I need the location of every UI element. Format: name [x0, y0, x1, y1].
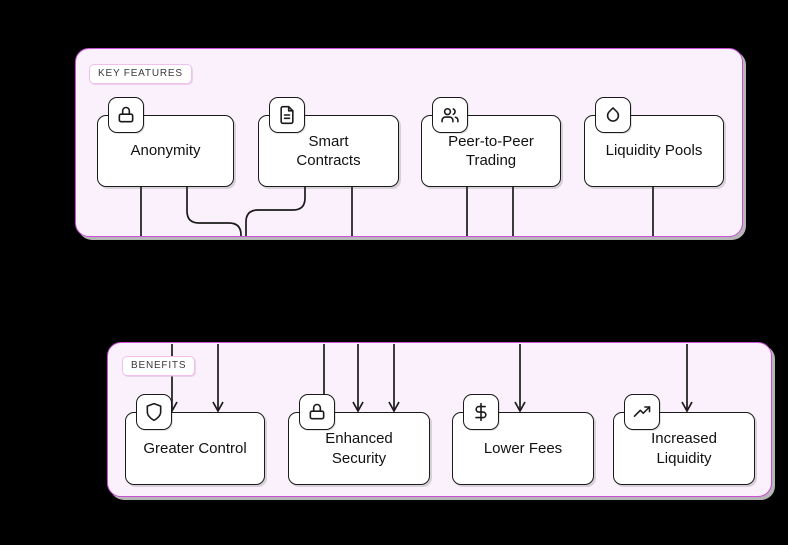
- node-label: Liquidity Pools: [605, 142, 703, 160]
- edge-anonymity-curve: [186, 185, 242, 236]
- document-icon: [269, 97, 305, 133]
- group-label-benefits: BENEFITS: [122, 356, 196, 376]
- droplet-icon: [595, 97, 631, 133]
- dollar-icon: [463, 394, 499, 430]
- node-label: Increased Liquidity: [651, 430, 717, 467]
- node-lower-fees[interactable]: Lower Fees: [452, 394, 594, 485]
- node-anonymity[interactable]: Anonymity: [97, 97, 234, 187]
- node-peer-to-peer-trading[interactable]: Peer-to-Peer Trading: [421, 97, 561, 187]
- lock-icon: [299, 394, 335, 430]
- node-label: Anonymity: [130, 142, 201, 160]
- node-label: Lower Fees: [483, 439, 563, 457]
- edge-smart-contracts-curve: [245, 185, 306, 236]
- node-liquidity-pools[interactable]: Liquidity Pools: [584, 97, 724, 187]
- group-label-key-features: KEY FEATURES: [89, 64, 192, 84]
- node-label: Enhanced Security: [325, 430, 393, 467]
- trending-up-icon: [624, 394, 660, 430]
- node-label: Greater Control: [143, 439, 247, 457]
- node-increased-liquidity[interactable]: Increased Liquidity: [613, 394, 755, 485]
- node-greater-control[interactable]: Greater Control: [125, 394, 265, 485]
- shield-icon: [136, 394, 172, 430]
- node-label: Smart Contracts: [296, 132, 361, 170]
- lock-icon: [108, 97, 144, 133]
- users-icon: [432, 97, 468, 133]
- node-label: Peer-to-Peer Trading: [448, 132, 534, 170]
- node-enhanced-security[interactable]: Enhanced Security: [288, 394, 430, 485]
- node-smart-contracts[interactable]: Smart Contracts: [258, 97, 399, 187]
- benefit-arrows: [166, 344, 693, 413]
